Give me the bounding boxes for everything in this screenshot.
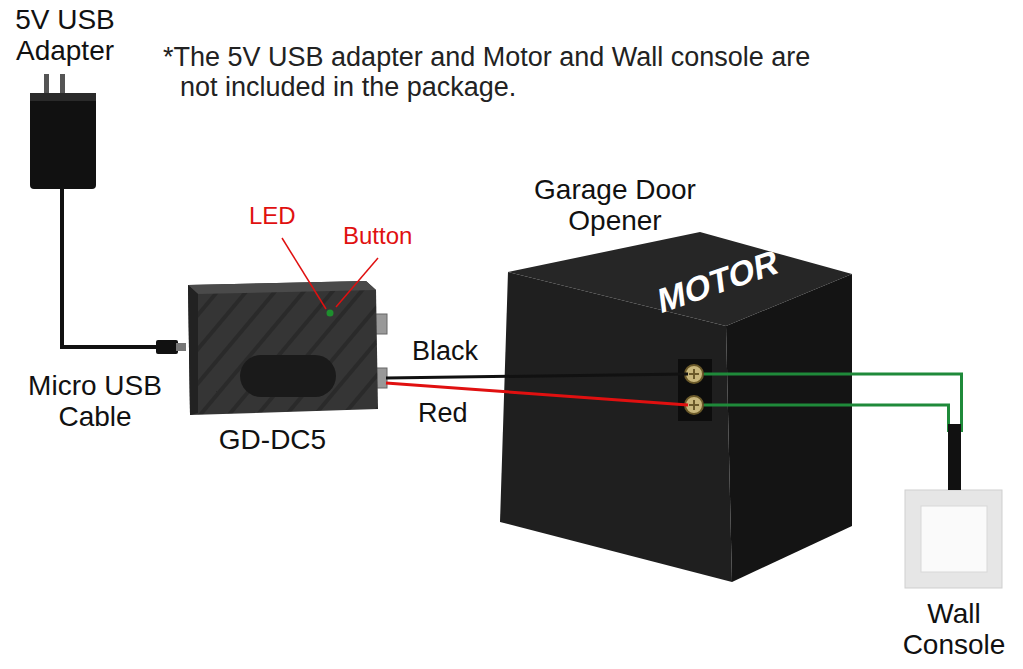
wire-connector [386, 374, 688, 378]
wire [386, 374, 688, 378]
motor-brand: MOTOR [640, 236, 796, 327]
wire-label: Black [412, 336, 478, 366]
motor-node: Garage Door OpenerMOTOR [500, 232, 852, 582]
console-node: Wall Console [905, 490, 1002, 588]
device-label: Wall Console [893, 598, 1015, 661]
cable-label: Micro USB Cable [15, 370, 175, 433]
usb-adapter [30, 74, 186, 354]
cable [948, 424, 961, 490]
device-label: Garage Door Opener [505, 174, 725, 237]
wire [704, 374, 962, 432]
callout-label: Button [343, 223, 412, 250]
leader-line [336, 258, 378, 307]
device-node: GD-DC5 [185, 280, 387, 417]
device-name: GD-DC5 [185, 424, 360, 455]
wall-console [905, 490, 1002, 588]
note-text: *The 5V USB adapter and Motor and Wall c… [163, 42, 843, 102]
callout-label: LED [249, 203, 296, 230]
gd-dc5-device [188, 281, 387, 415]
leader-line [282, 238, 326, 309]
wire-label: Red [418, 398, 468, 428]
wire-connector [704, 374, 962, 490]
motor-housing [500, 232, 852, 582]
device-label: 5V USB Adapter [4, 4, 126, 67]
